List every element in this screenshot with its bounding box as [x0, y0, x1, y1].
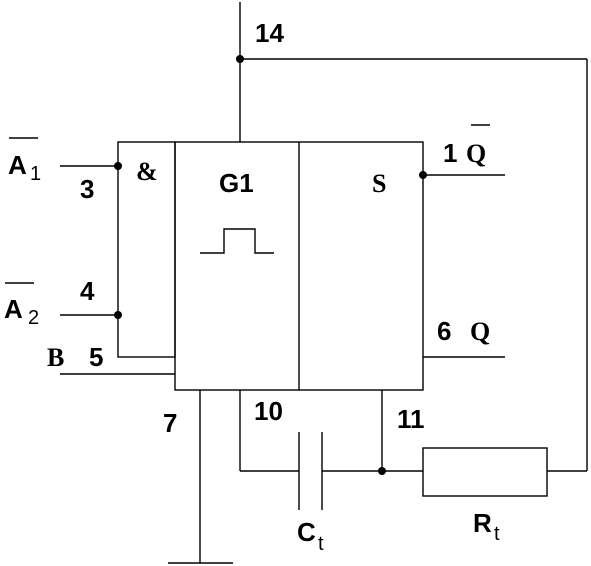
pin-6-label: 6	[437, 316, 451, 346]
resistor-subscript: t	[494, 523, 500, 545]
pin-11-label: 11	[397, 404, 425, 434]
gate-title: G1	[219, 168, 254, 198]
pin-7-label: 7	[163, 408, 177, 438]
signal-a2: A 2	[4, 282, 39, 329]
q-bar-label: Q	[466, 139, 486, 168]
pin-14-label: 14	[255, 18, 284, 48]
supply-junction-dot	[236, 55, 244, 63]
a2-label: A	[4, 294, 23, 324]
supply-wire	[236, 2, 588, 472]
pin-3-label: 3	[80, 174, 94, 204]
output-q-bar-inversion-dot	[419, 171, 427, 179]
a2-subscript: 2	[28, 307, 39, 329]
resistor-body	[422, 447, 548, 497]
signal-a1: A 1	[8, 137, 41, 185]
resistor-label: R t	[473, 508, 500, 545]
capacitor-letter: C	[297, 517, 316, 547]
timing-junction-dot	[378, 467, 386, 475]
input-a2-inversion-dot	[114, 311, 122, 319]
signal-q-bar: Q	[466, 124, 490, 168]
input-a1-inversion-dot	[114, 162, 122, 170]
pin-5-label: 5	[89, 342, 103, 372]
and-symbol: &	[136, 157, 158, 186]
pin-4-label: 4	[80, 276, 95, 306]
and-gate-box	[117, 141, 176, 358]
pulse-icon	[200, 228, 274, 254]
signal-q-label: Q	[470, 317, 490, 346]
set-label: S	[372, 169, 386, 198]
capacitor-subscript: t	[318, 533, 324, 555]
a1-label: A	[8, 150, 27, 180]
resistor-letter: R	[473, 508, 492, 538]
signal-b-label: B	[47, 343, 64, 372]
ground	[168, 390, 233, 564]
input-wires	[60, 162, 175, 375]
a1-subscript: 1	[30, 163, 41, 185]
output-wires	[419, 171, 505, 358]
pin-10-label: 10	[254, 396, 283, 426]
ic-body	[117, 141, 424, 391]
timing-network	[239, 390, 548, 510]
capacitor-label: C t	[297, 517, 324, 555]
pin-1-label: 1	[443, 138, 457, 168]
